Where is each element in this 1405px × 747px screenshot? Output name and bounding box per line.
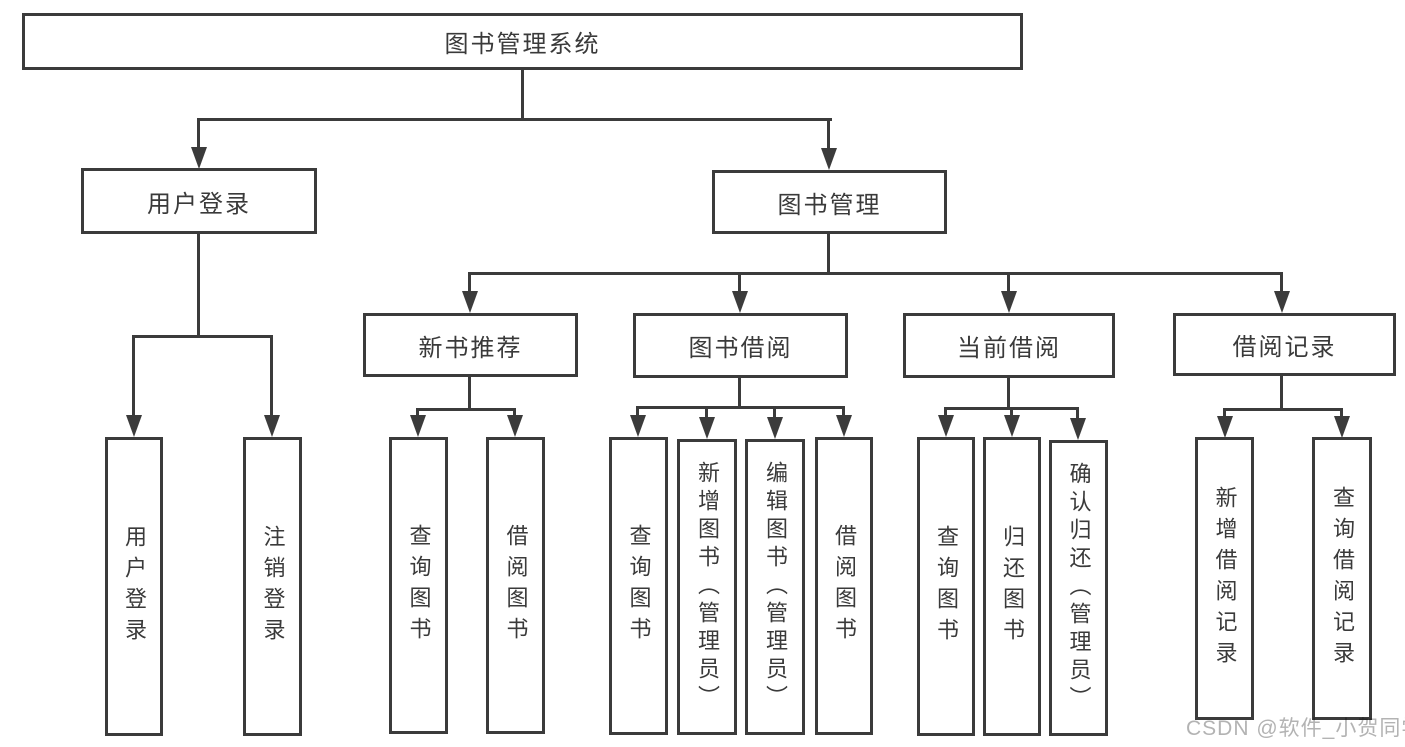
arrowhead-bb-borrow-book <box>836 415 852 437</box>
arrowhead-book-borrow <box>732 291 748 313</box>
node-leaf-bb-add-book: 新增图书（管理员） <box>677 439 737 735</box>
connector-book-borrow-stem <box>738 378 741 408</box>
arrowhead-current-borrow <box>1001 291 1017 313</box>
node-leaf-bb-borrow-book: 借阅图书 <box>815 437 873 735</box>
connector-book-borrow-horizontal <box>636 406 845 409</box>
node-new-book-recommend: 新书推荐 <box>363 313 578 377</box>
connector-level3-horizontal <box>468 272 1283 275</box>
connector-new-book-recommend-drop <box>468 272 471 295</box>
arrowhead-bb-query-book <box>630 415 646 437</box>
connector-root-stem <box>521 70 524 121</box>
node-leaf-rec-borrow-book: 借阅图书 <box>486 437 545 734</box>
node-leaf-logout: 注销登录 <box>243 437 302 736</box>
arrowhead-new-book-recommend <box>462 291 478 313</box>
csdn-watermark: CSDN @软件_小贺同学 <box>1186 717 1405 740</box>
node-current-borrow: 当前借阅 <box>903 313 1115 378</box>
node-leaf-user-login: 用户登录 <box>105 437 163 736</box>
arrowhead-leaf-logout <box>264 415 280 437</box>
connector-current-borrow-stem <box>1007 378 1010 409</box>
connector-br-query-record-drop <box>1340 408 1343 419</box>
node-leaf-cb-return-book: 归还图书 <box>983 437 1041 736</box>
arrowhead-leaf-user-login <box>126 415 142 437</box>
node-user-login: 用户登录 <box>81 168 317 234</box>
connector-current-borrow-drop <box>1007 272 1010 295</box>
arrowhead-br-query-record <box>1334 416 1350 438</box>
connector-br-add-record-drop <box>1223 408 1226 419</box>
arrowhead-rec-borrow-book <box>507 415 523 437</box>
connector-rec-borrow-book-drop <box>513 408 516 419</box>
arrowhead-bb-add-book <box>699 417 715 439</box>
connector-book-borrow-drop <box>738 272 741 295</box>
connector-borrow-record-stem <box>1280 376 1283 410</box>
node-borrow-record: 借阅记录 <box>1173 313 1396 376</box>
connector-cb-query-book-drop <box>944 407 947 419</box>
node-leaf-br-query-record: 查询借阅记录 <box>1312 437 1372 720</box>
node-leaf-rec-query-book: 查询图书 <box>389 437 448 734</box>
connector-new-book-recommend-stem <box>468 377 471 410</box>
arrowhead-cb-query-book <box>938 415 954 437</box>
connector-book-management-drop <box>827 118 830 152</box>
node-book-borrow: 图书借阅 <box>633 313 848 378</box>
arrowhead-borrow-record <box>1274 291 1290 313</box>
arrowhead-br-add-record <box>1217 416 1233 438</box>
connector-bb-edit-book-drop <box>773 406 776 420</box>
arrowhead-rec-query-book <box>410 415 426 437</box>
arrowhead-user-login <box>191 147 207 169</box>
arrowhead-bb-edit-book <box>767 417 783 439</box>
node-leaf-bb-query-book: 查询图书 <box>609 437 668 735</box>
node-leaf-bb-edit-book: 编辑图书（管理员） <box>745 439 805 735</box>
arrowhead-book-management <box>821 148 837 170</box>
connector-leaf-user-login-drop <box>132 335 135 419</box>
node-leaf-cb-query-book: 查询图书 <box>917 437 975 736</box>
connector-bb-query-book-drop <box>636 406 639 419</box>
connector-bb-add-book-drop <box>705 406 708 420</box>
connector-borrow-record-horizontal <box>1223 408 1343 411</box>
node-book-management: 图书管理 <box>712 170 947 234</box>
connector-rec-query-book-drop <box>416 408 419 419</box>
connector-new-book-recommend-horizontal <box>416 408 516 411</box>
connector-cb-confirm-return-drop <box>1076 407 1079 421</box>
connector-user-login-horizontal <box>132 335 273 338</box>
arrowhead-cb-confirm-return <box>1070 418 1086 440</box>
node-leaf-br-add-record: 新增借阅记录 <box>1195 437 1254 720</box>
connector-leaf-logout-drop <box>270 335 273 419</box>
connector-user-login-stem <box>197 234 200 337</box>
arrowhead-cb-return-book <box>1004 415 1020 437</box>
connector-level2-horizontal <box>197 118 832 121</box>
connector-borrow-record-drop <box>1280 272 1283 295</box>
connector-bb-borrow-book-drop <box>842 406 845 419</box>
node-leaf-cb-confirm-return: 确认归还（管理员） <box>1049 440 1108 736</box>
connector-user-login-drop <box>197 118 200 151</box>
connector-cb-return-book-drop <box>1010 407 1013 419</box>
connector-book-management-stem <box>827 234 830 274</box>
node-root: 图书管理系统 <box>22 13 1023 70</box>
